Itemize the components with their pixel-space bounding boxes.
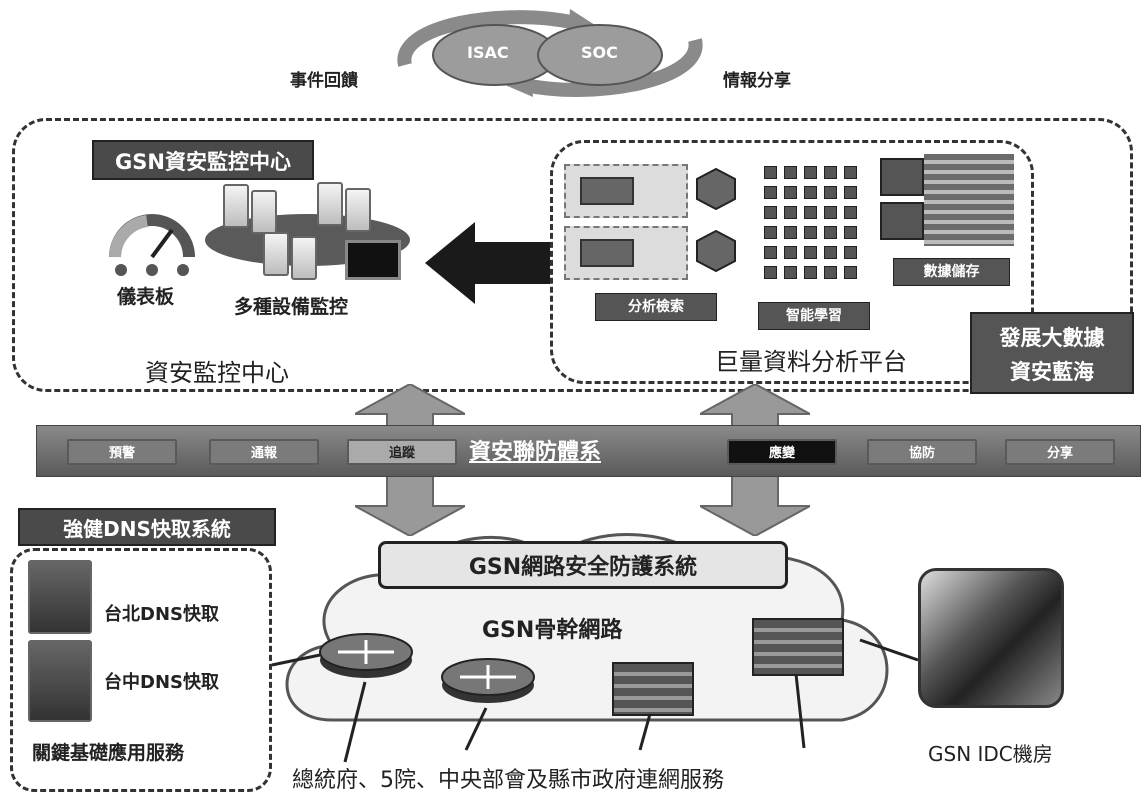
bigdata-caption: 巨量資料分析平台 — [715, 348, 907, 376]
protection-system-box: GSN網路安全防護系統 — [378, 541, 788, 589]
soc-center-title: GSN資安監控中心 — [92, 140, 314, 180]
band-item-warning: 預警 — [67, 439, 177, 465]
band-item-tracking: 追蹤 — [347, 439, 457, 465]
switch-icon — [612, 662, 694, 716]
multi-device-label: 多種設備監控 — [234, 296, 349, 318]
event-feedback-text: 事件回饋 — [290, 71, 358, 91]
learning-grid — [764, 166, 862, 286]
analysis-search-label: 分析檢索 — [595, 293, 717, 321]
hexagon-icon — [696, 168, 736, 210]
server-icon — [251, 190, 277, 234]
chip-icon — [580, 239, 634, 267]
cycle-diagram: ISAC SOC — [385, 5, 715, 100]
backbone-label: GSN骨幹網路 — [482, 618, 623, 643]
router-icon — [441, 658, 535, 703]
hexagon-icon — [696, 230, 736, 272]
taichung-dns-label: 台中DNS快取 — [104, 672, 219, 693]
bigdata-badge: 發展大數據 資安藍海 — [970, 312, 1134, 394]
soc-label: SOC — [581, 43, 618, 62]
idc-caption: GSN IDC機房 — [928, 742, 1053, 766]
dns-server-icon — [28, 640, 92, 722]
storage-array-icon — [924, 154, 1014, 246]
server-icon — [345, 188, 371, 232]
storage-unit-icon — [880, 202, 924, 240]
badge-line-1: 發展大數據 — [999, 326, 1105, 350]
band-item-assist: 協防 — [867, 439, 977, 465]
switch-icon — [752, 618, 844, 676]
server-cluster — [205, 176, 410, 288]
left-arrow-icon — [425, 222, 550, 304]
band-item-report: 通報 — [209, 439, 319, 465]
server-icon — [317, 182, 343, 226]
monitor-icon — [345, 240, 401, 280]
monitoring-outer-box — [12, 118, 1133, 392]
server-icon — [291, 236, 317, 280]
intel-sharing-text: 情報分享 — [723, 71, 791, 91]
band-item-response: 應變 — [727, 439, 837, 465]
joint-defense-band: 預警 通報 追蹤 資安聯防體系 應變 協防 分享 — [36, 425, 1141, 477]
data-storage-label: 數據儲存 — [893, 258, 1010, 286]
idc-building-photo — [918, 568, 1064, 708]
band-item-share: 分享 — [1005, 439, 1115, 465]
dns-box — [10, 548, 272, 792]
dashboard-label: 儀表板 — [117, 286, 175, 308]
server-icon — [263, 232, 289, 276]
soc-center-caption: 資安監控中心 — [145, 359, 289, 387]
storage-unit-icon — [880, 158, 924, 196]
network-services-caption: 總統府、5院、中央部會及縣市政府連網服務 — [292, 768, 724, 793]
dns-caption: 關鍵基礎應用服務 — [32, 742, 185, 764]
cycle-arrows-icon — [397, 9, 703, 97]
isac-label: ISAC — [467, 43, 509, 62]
dns-title: 強健DNS快取系統 — [18, 508, 276, 546]
smart-learning-label: 智能學習 — [758, 302, 870, 330]
chip-icon — [580, 177, 634, 205]
dns-server-icon — [28, 560, 92, 634]
bigdata-box — [550, 140, 1034, 384]
badge-line-2: 資安藍海 — [1010, 360, 1094, 384]
taipei-dns-label: 台北DNS快取 — [104, 604, 219, 625]
joint-defense-title: 資安聯防體系 — [469, 440, 602, 465]
router-icon — [319, 633, 413, 678]
dashboard-gauge-icon — [109, 214, 195, 276]
server-icon — [223, 184, 249, 228]
